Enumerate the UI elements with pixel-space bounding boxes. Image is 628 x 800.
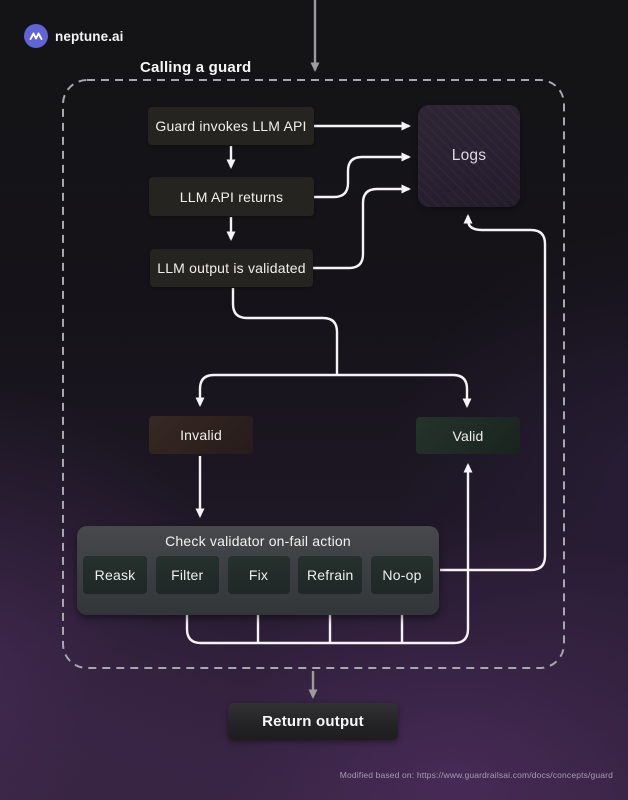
arrow-branch-to-invalid bbox=[195, 373, 337, 407]
arrow-onfail-to-logs bbox=[440, 214, 547, 572]
node-valid: Valid bbox=[416, 417, 520, 454]
onfail-actions-row: Reask Filter Fix Refrain No-op bbox=[77, 556, 439, 594]
onfail-title: Check validator on-fail action bbox=[165, 533, 351, 549]
action-reask: Reask bbox=[83, 556, 147, 594]
brand-name: neptune.ai bbox=[55, 28, 124, 44]
node-return-output: Return output bbox=[228, 703, 398, 740]
arrow-returns-to-logs bbox=[314, 152, 411, 199]
node-guard-invokes-llm-api: Guard invokes LLM API bbox=[148, 107, 314, 145]
line-validated-to-branch bbox=[231, 288, 339, 375]
arrow-validated-to-logs bbox=[313, 184, 411, 270]
action-refrain: Refrain bbox=[298, 556, 363, 594]
brand-logo: neptune.ai bbox=[24, 24, 124, 48]
node-llm-output-validated: LLM output is validated bbox=[150, 249, 313, 287]
node-logs: Logs bbox=[418, 105, 520, 207]
onfail-action-container: Check validator on-fail action Reask Fil… bbox=[77, 526, 439, 615]
action-noop: No-op bbox=[371, 556, 433, 594]
diagram-title: Calling a guard bbox=[140, 59, 252, 76]
action-filter: Filter bbox=[155, 556, 219, 594]
attribution-text: Modified based on: https://www.guardrail… bbox=[339, 770, 613, 780]
arrow-branch-to-valid bbox=[337, 373, 472, 408]
node-llm-api-returns: LLM API returns bbox=[149, 177, 314, 216]
node-invalid: Invalid bbox=[149, 416, 253, 454]
neptune-logo-icon bbox=[24, 24, 48, 48]
action-fix: Fix bbox=[227, 556, 290, 594]
